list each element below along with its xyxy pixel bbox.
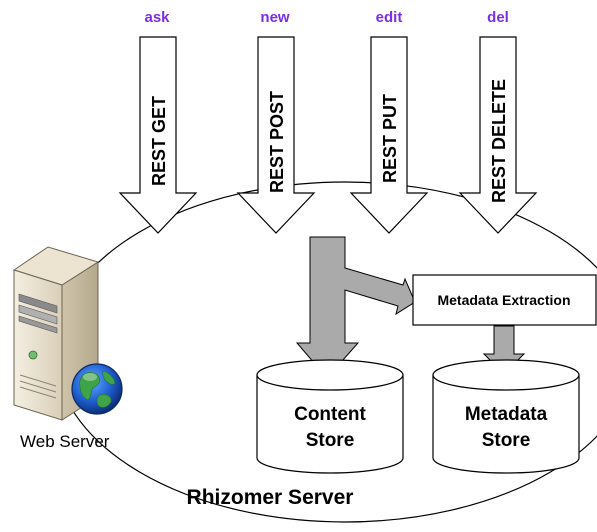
rest-delete-label: REST DELETE xyxy=(489,79,509,203)
rest-put-arrow: REST PUT xyxy=(349,36,429,234)
rest-get-label: REST GET xyxy=(149,96,169,186)
rest-post-label: REST POST xyxy=(267,91,287,193)
rest-post-arrow: REST POST xyxy=(236,36,316,234)
globe-icon xyxy=(71,363,123,415)
metadata-extraction-label: Metadata Extraction xyxy=(437,292,570,308)
web-server-icon xyxy=(12,246,100,421)
rest-delete-arrow: REST DELETE xyxy=(458,36,538,234)
command-label-del: del xyxy=(487,9,509,26)
command-label-edit: edit xyxy=(376,9,403,26)
metadata-extraction-box: Metadata Extraction xyxy=(412,274,597,326)
content-store-label-line1: Content xyxy=(294,404,366,425)
rest-get-arrow: REST GET xyxy=(118,36,198,234)
content-flow-arrow xyxy=(295,236,416,379)
metadata-store-cylinder: Metadata Store xyxy=(432,359,580,474)
web-server-label: Web Server xyxy=(20,432,110,451)
command-label-ask: ask xyxy=(144,9,170,26)
rest-put-label: REST PUT xyxy=(380,94,400,183)
command-label-new: new xyxy=(260,9,290,26)
content-store-label-line2: Store xyxy=(306,430,355,451)
metadata-store-label-line1: Metadata xyxy=(465,404,548,425)
content-store-cylinder: Content Store xyxy=(256,359,404,474)
rhizomer-server-label: Rhizomer Server xyxy=(187,486,354,509)
metadata-store-label-line2: Store xyxy=(482,430,531,451)
